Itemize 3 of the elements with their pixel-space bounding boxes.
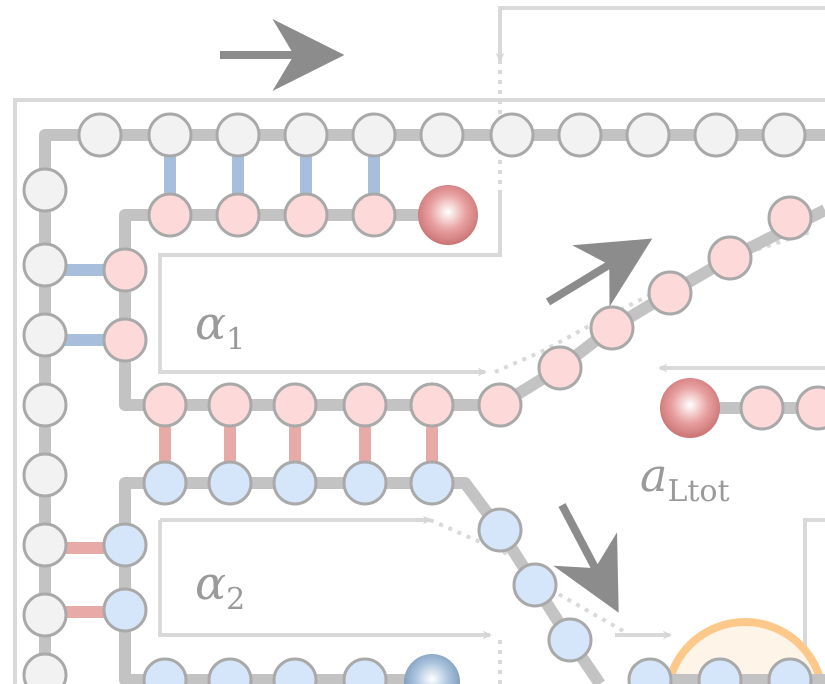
strand-label: α$_{1}$ xyxy=(195,300,246,356)
strand-label: α$_{2}$ xyxy=(195,560,246,616)
strand-label: a$_{Ltot}$ xyxy=(640,452,730,508)
